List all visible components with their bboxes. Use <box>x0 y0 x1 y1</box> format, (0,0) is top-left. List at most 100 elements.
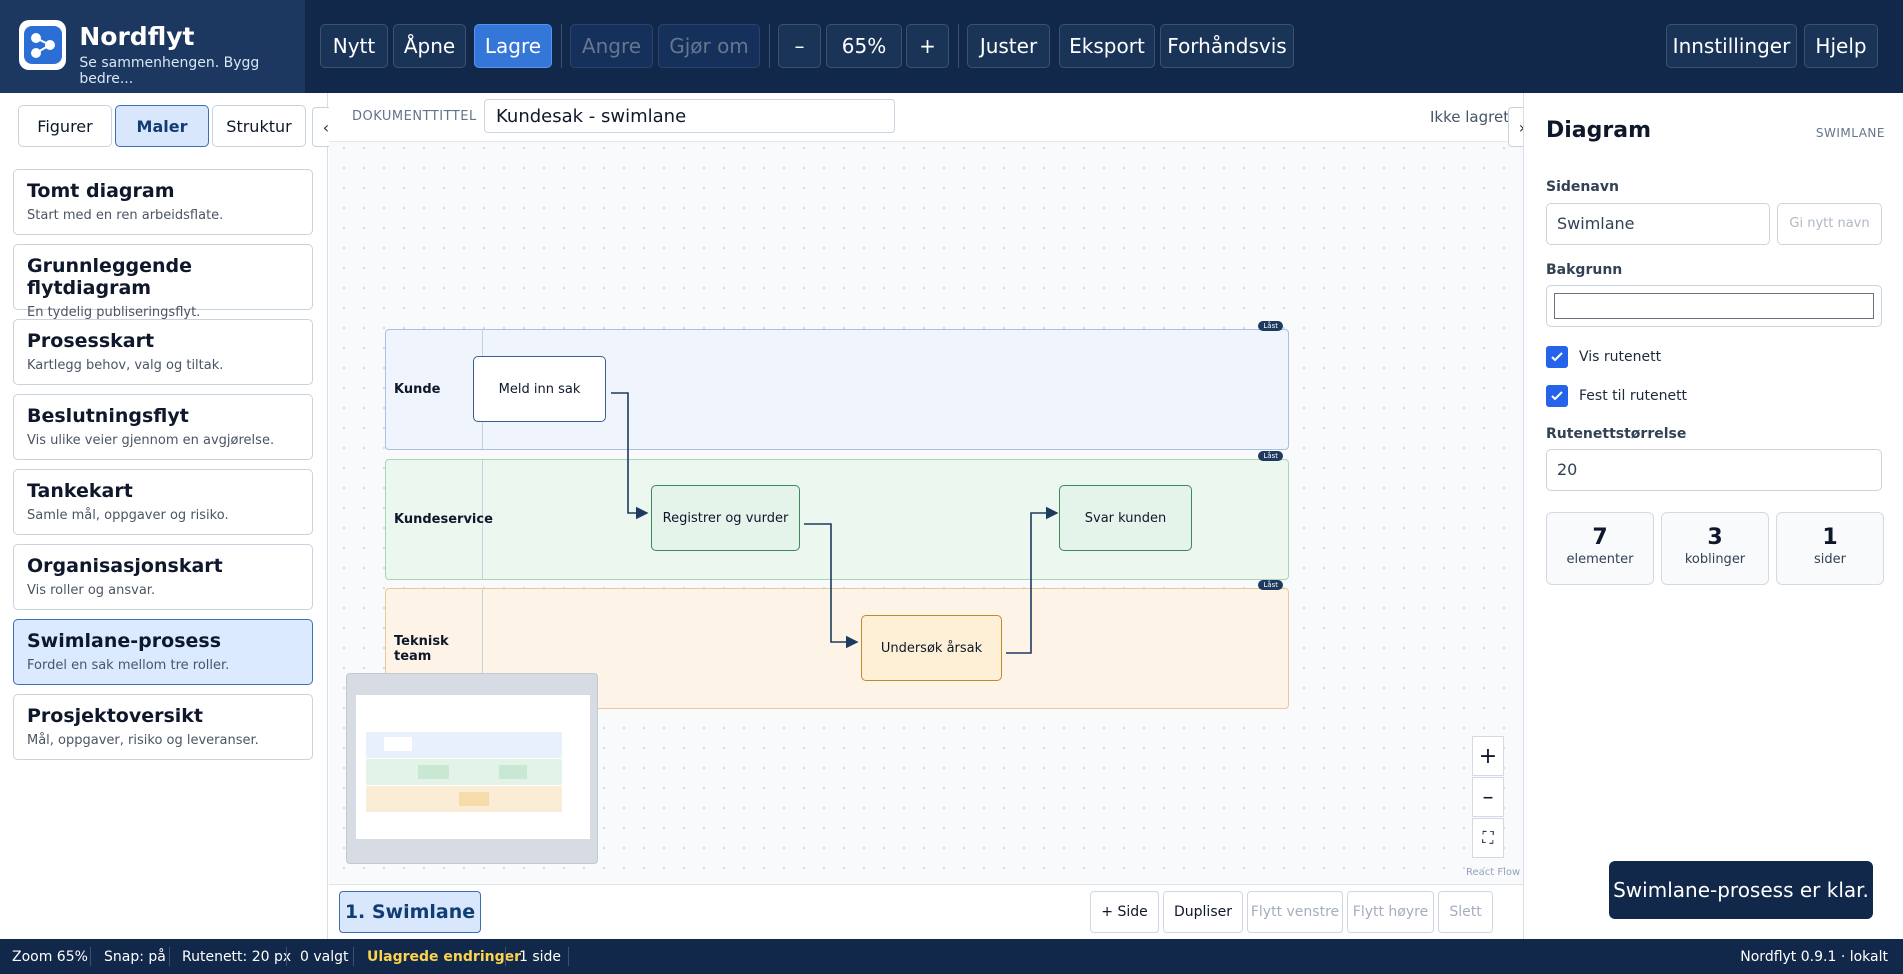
edge <box>804 523 859 649</box>
status-version: Nordflyt 0.9.1 · lokalt <box>1740 949 1888 965</box>
tab-templates[interactable]: Maler <box>115 105 209 147</box>
document-header: DOKUMENTTITTEL Kundesak - swimlane Ikke … <box>329 93 1523 142</box>
toolbar-divider <box>769 24 770 68</box>
toolbar-divider <box>958 24 959 68</box>
undo-button[interactable]: Angre <box>570 24 653 68</box>
template-desc: Samle mål, oppgaver og risiko. <box>27 508 229 523</box>
template-title: Prosesskart <box>27 330 155 352</box>
lock-badge: Låst <box>1258 451 1283 461</box>
template-desc: Start med en ren arbeidsflate. <box>27 208 224 223</box>
add-page-button[interactable]: + Side <box>1090 891 1159 933</box>
show-grid-checkbox[interactable] <box>1546 346 1568 368</box>
status-divider <box>568 947 569 966</box>
zoom-out-control[interactable]: – <box>1472 777 1504 817</box>
node-undersok-arsak[interactable]: Undersøk årsak <box>861 615 1002 681</box>
align-button[interactable]: Juster <box>967 24 1050 68</box>
stat-label: sider <box>1814 552 1846 567</box>
delete-page-button[interactable]: Slett <box>1438 891 1493 933</box>
document-title-input[interactable]: Kundesak - swimlane <box>484 99 895 133</box>
help-button[interactable]: Hjelp <box>1804 24 1878 68</box>
zoom-in-button[interactable]: + <box>906 24 949 68</box>
template-title: Beslutningsflyt <box>27 405 189 427</box>
color-swatch <box>1554 293 1874 319</box>
grid-size-label: Rutenettstørrelse <box>1546 426 1687 442</box>
page-tab[interactable]: 1. Swimlane <box>339 891 481 933</box>
move-left-button[interactable]: Flytt venstre <box>1247 891 1343 933</box>
save-button[interactable]: Lagre <box>474 24 552 68</box>
stat-value: 3 <box>1707 525 1723 550</box>
zoom-level[interactable]: 65% <box>826 24 902 68</box>
page-bar: 1. Swimlane + Side Dupliser Flytt venstr… <box>329 884 1523 939</box>
zoom-out-button[interactable]: – <box>778 24 821 68</box>
stat-pages: 1 sider <box>1776 512 1884 585</box>
background-color-input[interactable] <box>1546 285 1882 327</box>
template-title: Swimlane-prosess <box>27 630 222 652</box>
fit-view-icon[interactable]: ⛶ <box>1472 818 1504 858</box>
page-name-label: Sidenavn <box>1546 179 1619 195</box>
settings-button[interactable]: Innstillinger <box>1666 24 1797 68</box>
open-button[interactable]: Åpne <box>393 24 466 68</box>
app-logo-icon <box>19 20 67 70</box>
status-divider <box>90 947 91 966</box>
template-title: Organisasjonskart <box>27 555 223 577</box>
status-grid: Rutenett: 20 px <box>182 949 292 965</box>
document-title-label: DOKUMENTTITTEL <box>352 109 477 124</box>
status-divider <box>353 947 354 966</box>
rename-button[interactable]: Gi nytt navn <box>1777 203 1882 245</box>
edge <box>611 392 649 520</box>
background-label: Bakgrunn <box>1546 262 1623 278</box>
zoom-in-control[interactable]: + <box>1472 736 1504 776</box>
node-svar-kunden[interactable]: Svar kunden <box>1059 485 1192 551</box>
diagram-type: SWIMLANE <box>1815 126 1885 140</box>
snap-grid-label: Fest til rutenett <box>1579 388 1688 404</box>
export-button[interactable]: Eksport <box>1059 24 1155 68</box>
stat-value: 7 <box>1592 525 1608 550</box>
status-zoom: Zoom 65% <box>12 949 88 965</box>
template-desc: Vis ulike veier gjennom en avgjørelse. <box>27 433 275 448</box>
react-flow-attribution[interactable]: React Flow <box>1466 867 1521 878</box>
status-selected: 0 valgt <box>300 949 349 965</box>
tab-structure[interactable]: Struktur <box>212 105 306 147</box>
top-toolbar: Nordflyt Se sammenhengen. Bygg bedre... … <box>0 0 1903 93</box>
panel-title: Diagram <box>1546 118 1652 143</box>
move-right-button[interactable]: Flytt høyre <box>1347 891 1434 933</box>
template-desc: En tydelig publiseringsflyt. <box>27 305 201 320</box>
duplicate-page-button[interactable]: Dupliser <box>1163 891 1243 933</box>
app-tagline: Se sammenhengen. Bygg bedre... <box>79 55 260 87</box>
status-pages: 1 side <box>519 949 562 965</box>
app-title: Nordflyt <box>79 22 195 51</box>
new-button[interactable]: Nytt <box>320 24 388 68</box>
grid-size-input[interactable]: 20 <box>1546 449 1882 491</box>
node-registrer-og-vurder[interactable]: Registrer og vurder <box>651 485 800 551</box>
page-name-input[interactable]: Swimlane <box>1546 203 1770 245</box>
lane-label: Kundeservice <box>386 460 493 579</box>
stat-value: 1 <box>1822 525 1838 550</box>
lock-badge: Låst <box>1258 580 1283 590</box>
toolbar-divider <box>561 24 562 68</box>
redo-button[interactable]: Gjør om <box>658 24 760 68</box>
brand: Nordflyt Se sammenhengen. Bygg bedre... <box>0 0 305 93</box>
template-item[interactable]: Grunnleggende flytdiagram En tydelig publ… <box>13 244 313 320</box>
node-meld-inn-sak[interactable]: Meld inn sak <box>473 356 606 422</box>
template-desc: Mål, oppgaver, risiko og leveranser. <box>27 733 259 748</box>
save-status: Ikke lagret <box>1430 108 1510 126</box>
status-snap: Snap: på <box>104 949 166 965</box>
show-grid-label: Vis rutenett <box>1579 349 1662 365</box>
sidebar-tabs: Figurer Maler Struktur <box>18 105 309 147</box>
template-desc: Fordel en sak mellom tre roller. <box>27 658 230 673</box>
snap-grid-checkbox[interactable] <box>1546 385 1568 407</box>
preview-button[interactable]: Forhåndsvis <box>1160 24 1294 68</box>
minimap[interactable] <box>346 673 598 864</box>
template-title: Grunnleggende flytdiagram <box>27 255 193 299</box>
tab-shapes[interactable]: Figurer <box>18 105 112 147</box>
